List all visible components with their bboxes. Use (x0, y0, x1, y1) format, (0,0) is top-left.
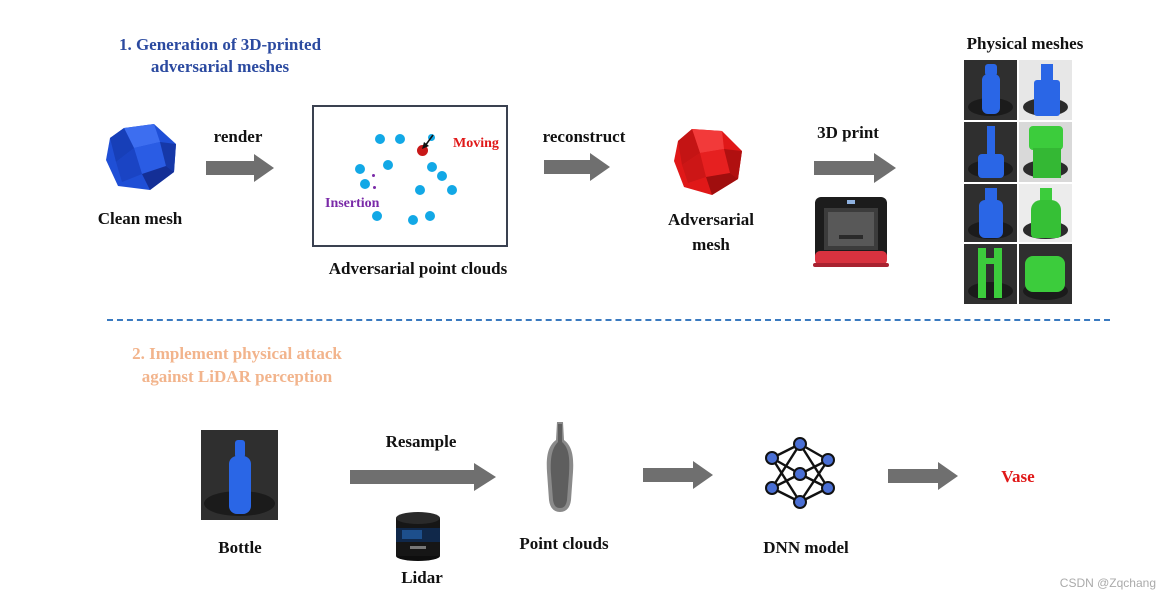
adversarial-mesh-label-line1: Adversarial (668, 210, 754, 229)
adversarial-mesh-icon (674, 129, 742, 195)
section2-title: 2. Implement physical attack against LiD… (106, 342, 368, 388)
prediction-label: Vase (1001, 467, 1035, 486)
physical-mesh-photo (1019, 60, 1072, 120)
adversarial-point-cloud-box: Moving Insertion (312, 105, 508, 247)
adversarial-point-clouds-label: Adversarial point clouds (328, 259, 508, 278)
physical-meshes-grid (964, 60, 1072, 304)
to-prediction-arrow (888, 462, 958, 490)
moving-arrow-icon (422, 134, 434, 149)
section1-title-line2: adversarial meshes (150, 57, 290, 76)
3d-printer-icon (813, 197, 889, 267)
moving-label: Moving (453, 136, 499, 151)
section2-title-line2: against LiDAR perception (141, 367, 333, 386)
section1-title-line1: 1. Generation of 3D-printed (118, 35, 322, 54)
section2-title-line1: 2. Implement physical attack (132, 344, 342, 363)
neural-network-icon (765, 437, 835, 509)
lidar-icon (396, 512, 440, 561)
physical-meshes-label: Physical meshes (966, 34, 1084, 53)
physical-mesh-photo (1019, 184, 1072, 242)
3d-print-label: 3D print (817, 123, 879, 142)
dnn-model-label: DNN model (763, 538, 849, 557)
physical-mesh-photo (964, 122, 1017, 182)
adversarial-mesh-label: Adversarial mesh (656, 207, 766, 257)
physical-mesh-photo (964, 60, 1017, 120)
watermark: CSDN @Zqchang (1059, 576, 1156, 590)
render-arrow (206, 154, 274, 182)
bottle-point-cloud-icon (546, 422, 574, 512)
insertion-label: Insertion (325, 196, 380, 211)
reconstruct-label: reconstruct (542, 127, 626, 146)
point-clouds-label: Point clouds (519, 534, 609, 553)
3d-print-arrow (814, 153, 896, 183)
resample-label: Resample (385, 432, 457, 451)
render-label: render (213, 127, 263, 146)
bottle-photo (201, 430, 278, 520)
clean-mesh-icon (106, 124, 176, 190)
moving-point (417, 145, 428, 156)
physical-mesh-photo (1019, 244, 1072, 304)
resample-arrow (350, 463, 496, 491)
physical-mesh-photo (1019, 122, 1072, 182)
reconstruct-arrow (544, 153, 610, 181)
clean-mesh-label: Clean mesh (97, 209, 183, 228)
physical-mesh-photo (964, 184, 1017, 242)
bottle-label: Bottle (218, 538, 262, 557)
section1-title: 1. Generation of 3D-printed adversarial … (92, 34, 348, 78)
to-dnn-arrow (643, 461, 713, 489)
lidar-label: Lidar (401, 568, 443, 587)
physical-mesh-photo (964, 244, 1017, 304)
adversarial-mesh-label-line2: mesh (692, 235, 730, 254)
section-divider (107, 319, 1110, 321)
